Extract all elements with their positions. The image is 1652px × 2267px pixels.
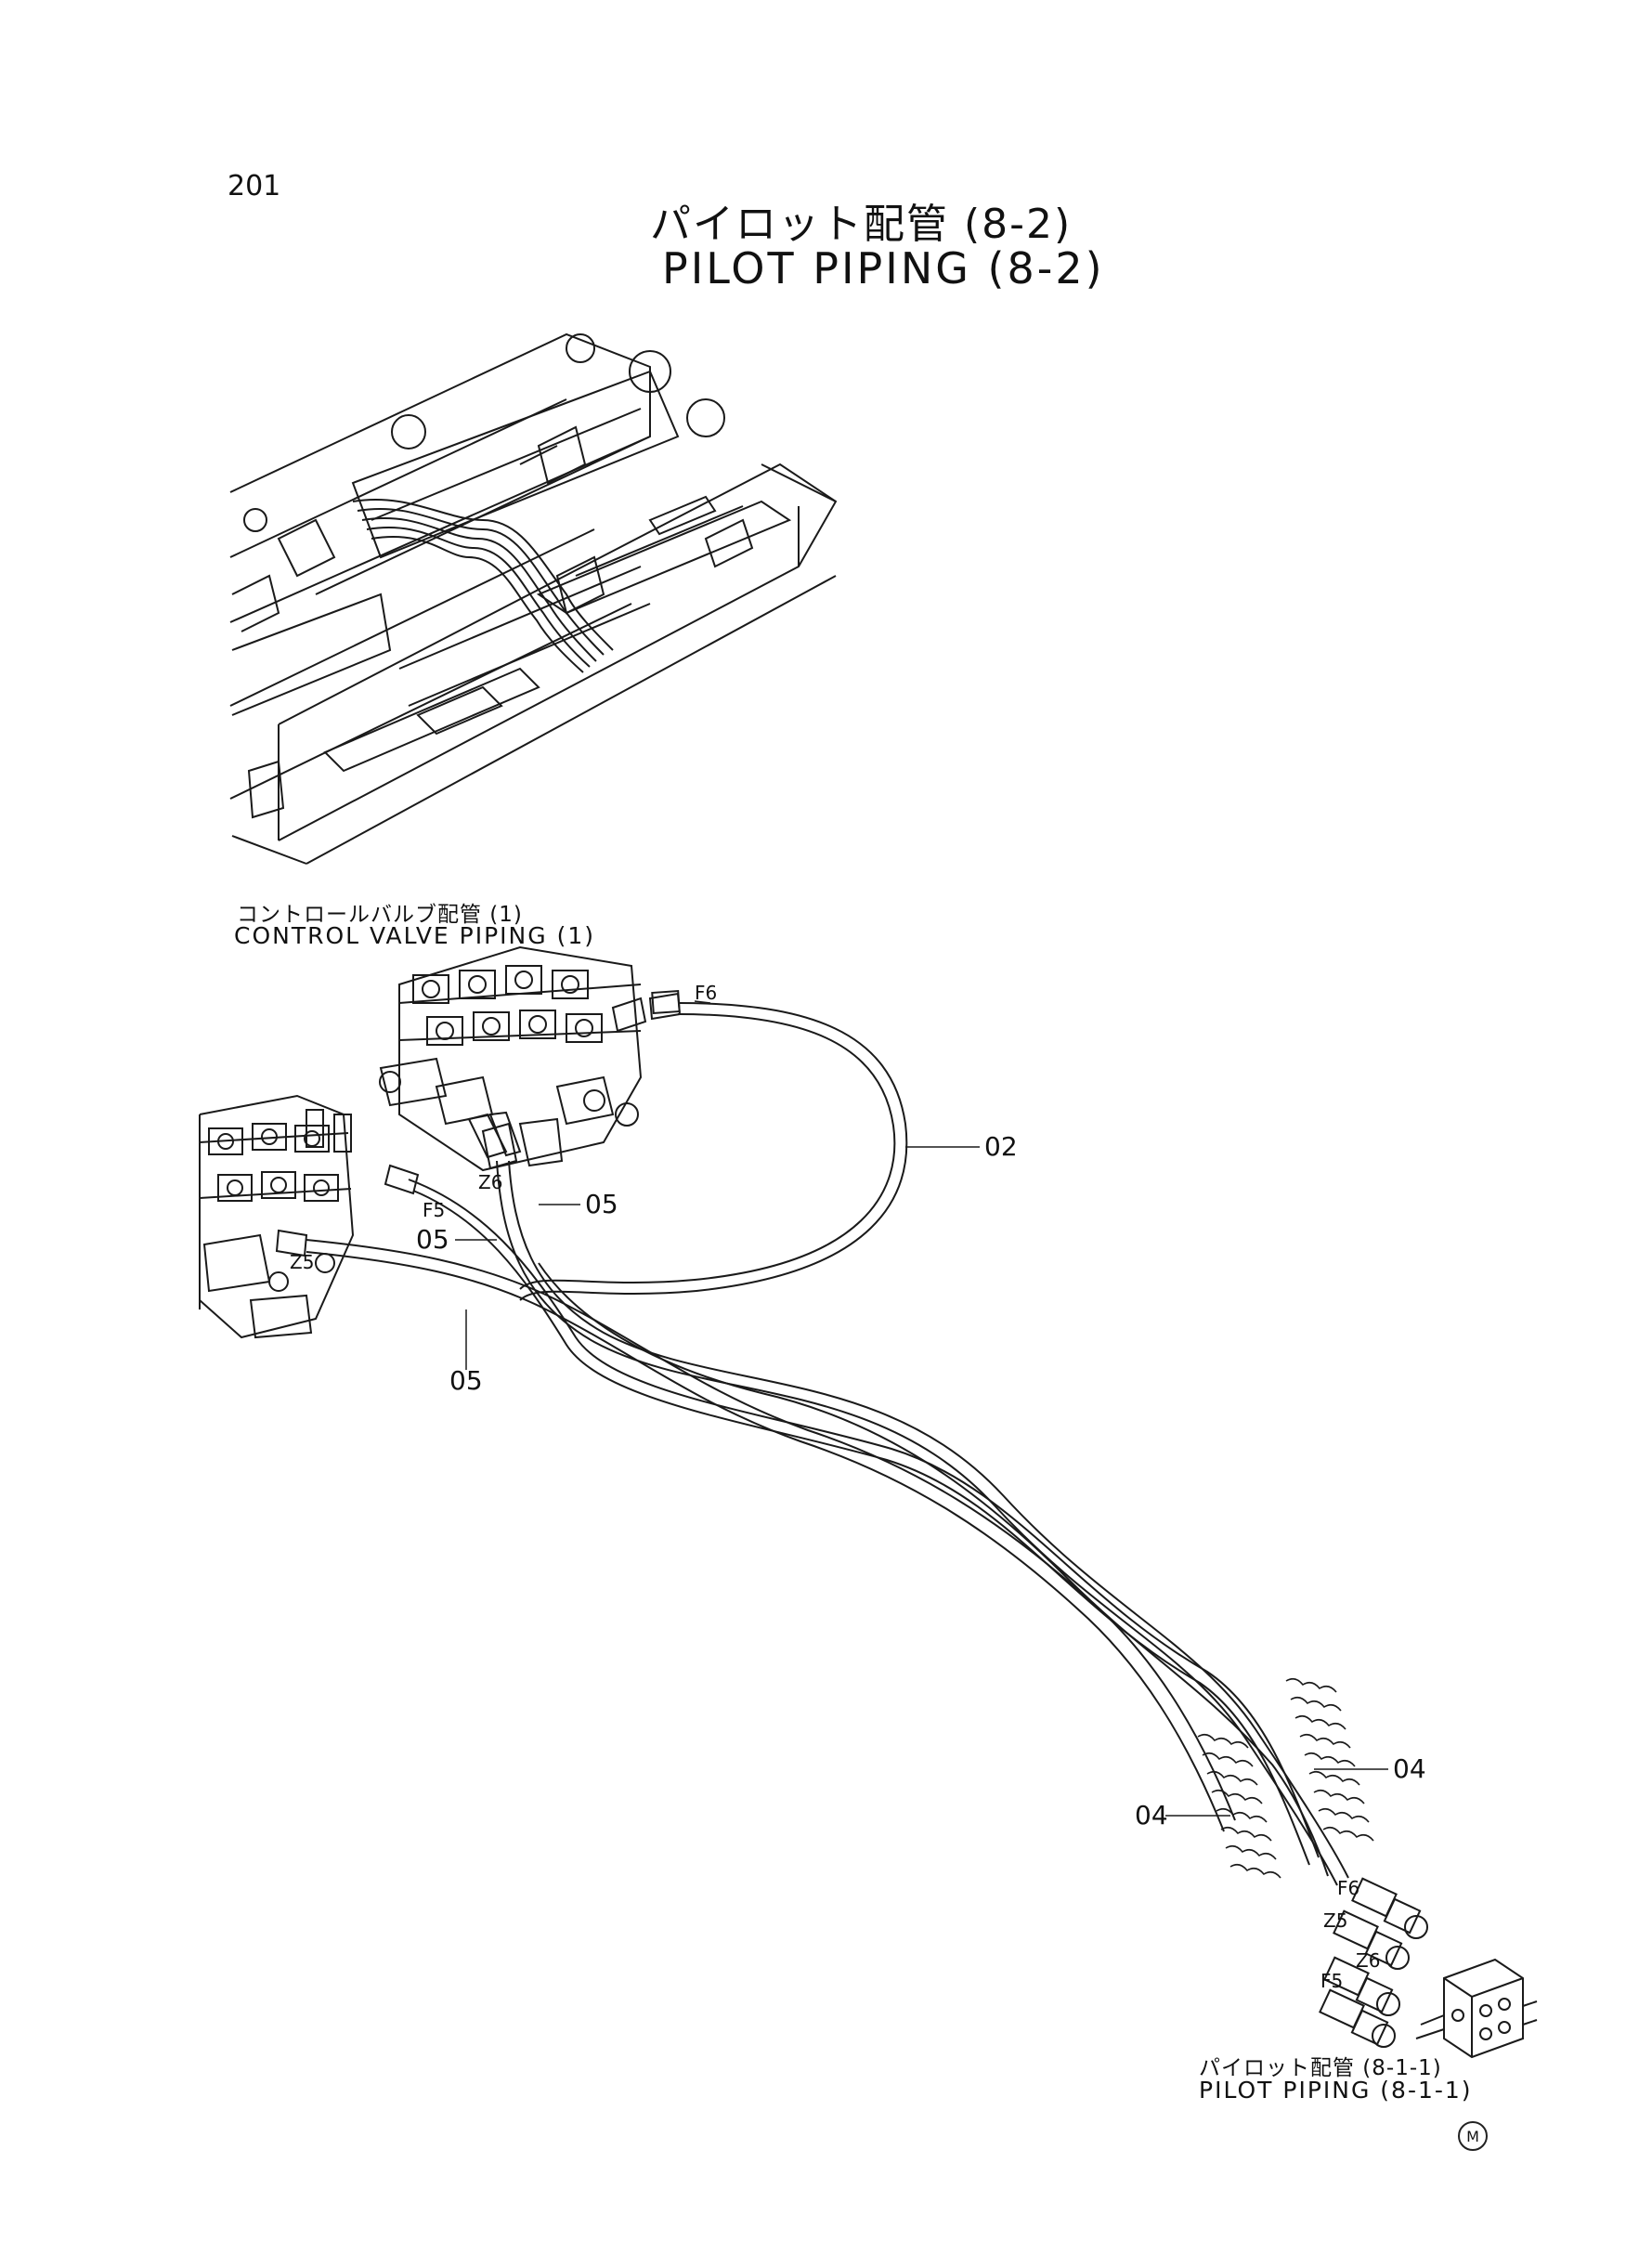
callout-05-c: 05 [449, 1365, 483, 1396]
port-z6-lower: Z6 [1356, 1949, 1380, 1972]
pilot-piping-ref-japanese: パイロット配管 (8-1-1) [1199, 2056, 1442, 2080]
lower-fittings [1319, 1877, 1428, 2048]
callout-05-b: 05 [416, 1224, 449, 1255]
maker-mark-icon: M [1458, 2121, 1488, 2151]
machine-frame [229, 332, 838, 865]
leader-lines [455, 1000, 1388, 1817]
hose-02 [519, 1002, 908, 1301]
spiral-guards [1197, 1677, 1374, 1879]
control-valve-ref-english: CONTROL VALVE PIPING (1) [234, 922, 595, 949]
port-z5-lower: Z5 [1323, 1909, 1347, 1932]
pilot-block [1415, 1958, 1538, 2059]
callout-labels: 02 05 05 05 04 04 F6 Z6 F5 Z5 F6 Z5 Z6 F… [290, 982, 1426, 1992]
title-english: PILOT PIPING (8-2) [662, 243, 1105, 293]
page-number: 201 [228, 170, 281, 202]
callout-05-a: 05 [585, 1189, 618, 1219]
control-valve-ref-japanese: コントロールバルブ配管 (1) [237, 903, 523, 927]
callout-04-right: 04 [1393, 1753, 1426, 1784]
title-japanese: パイロット配管 (8-2) [650, 201, 1073, 248]
hose-fittings-upper [275, 989, 681, 1257]
control-valve-upper [379, 945, 682, 1172]
callout-04-left: 04 [1135, 1800, 1168, 1831]
port-f5-lower: F5 [1320, 1970, 1343, 1992]
callout-02: 02 [984, 1131, 1018, 1162]
port-f5-upper: F5 [423, 1199, 445, 1221]
port-z6-upper: Z6 [478, 1171, 502, 1193]
port-f6-lower: F6 [1337, 1877, 1359, 1899]
port-z5-upper: Z5 [290, 1251, 314, 1273]
control-valve-lower [199, 1094, 355, 1339]
hose-bundle [306, 1160, 1349, 1886]
port-f6-upper: F6 [695, 982, 717, 1004]
pilot-piping-ref-english: PILOT PIPING (8-1-1) [1199, 2077, 1473, 2104]
